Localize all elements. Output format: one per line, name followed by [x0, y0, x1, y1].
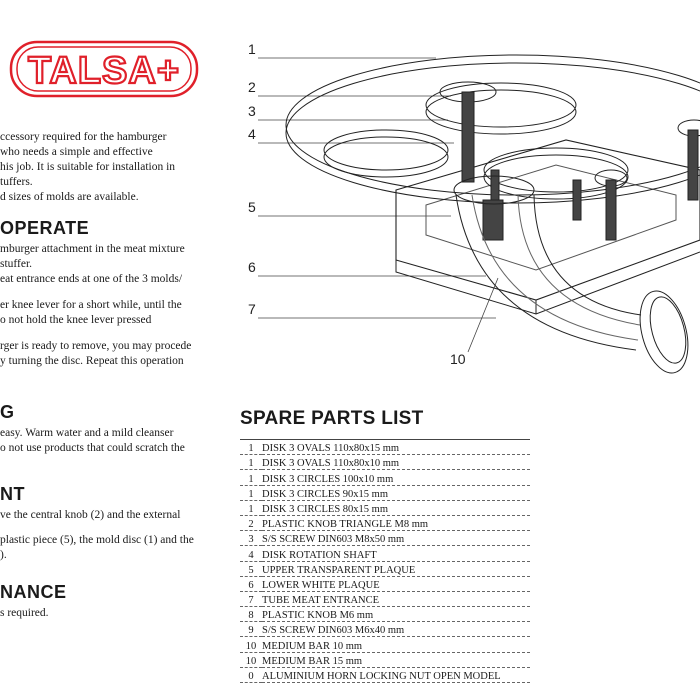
text-line: er knee lever for a short while, until t…: [0, 299, 182, 311]
assembly-paragraph: ve the central knob (2) and the external…: [0, 508, 200, 563]
mold-disc: [285, 54, 700, 204]
part-qty: 6: [240, 576, 262, 592]
text-line: plastic piece (5), the mold disc (1) and…: [0, 534, 194, 546]
part-qty: 0: [240, 667, 262, 684]
exploded-diagram: 1 2 3 4 5 6 7 10: [236, 30, 700, 400]
text-line: his job. It is suitable for installation…: [0, 161, 176, 173]
part-description: DISK 3 CIRCLES 90x15 mm: [262, 485, 530, 501]
text-line: d sizes of molds are available.: [0, 191, 139, 203]
talsa-logo: TALSA+: [8, 38, 204, 102]
text-line: s required.: [0, 607, 49, 619]
part-qty: 10: [240, 652, 262, 668]
callout-10: 10: [450, 351, 466, 367]
callout-6: 6: [248, 259, 256, 275]
part-qty: 10: [240, 636, 262, 653]
part-description: PLASTIC KNOB M6 mm: [262, 606, 530, 623]
text-line: mburger attachment in the meat mixture: [0, 243, 185, 255]
text-line: easy. Warm water and a mild cleanser: [0, 427, 174, 439]
part-qty: 1: [240, 438, 262, 456]
part-qty: 4: [240, 545, 262, 562]
text-line: ccessory required for the hamburger: [0, 131, 167, 143]
section-heading-maintenance: NANCE: [0, 582, 67, 602]
text-line: tuffers.: [0, 176, 33, 188]
part-description: S/S SCREW DIN603 M6x40 mm: [262, 621, 530, 638]
text-line: stuffer.: [0, 258, 33, 270]
part-qty: 9: [240, 621, 262, 638]
text-line: y turning the disc. Repeat this operatio…: [0, 355, 184, 367]
base-plates: [395, 139, 700, 315]
part-qty: 1: [240, 500, 262, 516]
intro-paragraph: ccessory required for the hamburger who …: [0, 130, 200, 205]
part-description: PLASTIC KNOB TRIANGLE M8 mm: [262, 515, 530, 532]
part-qty: 1: [240, 485, 262, 501]
spacer: [0, 523, 200, 533]
part-qty: 3: [240, 530, 262, 547]
part-description: ALUMINIUM HORN LOCKING NUT OPEN MODEL: [262, 667, 530, 684]
callout-4: 4: [248, 126, 256, 142]
callout-2: 2: [248, 79, 256, 95]
part-description: DISK 3 CIRCLES 80x15 mm: [262, 500, 530, 516]
part-description: MEDIUM BAR 15 mm: [262, 652, 530, 668]
spacer: [0, 287, 200, 298]
part-qty: 1: [240, 454, 262, 471]
part-description: DISK ROTATION SHAFT: [262, 545, 530, 562]
operate-paragraph: mburger attachment in the meat mixture s…: [0, 242, 200, 369]
part-qty: 2: [240, 515, 262, 532]
text-line: o not use products that could scratch th…: [0, 442, 185, 454]
callout-leaders: [258, 57, 499, 353]
callout-7: 7: [248, 301, 256, 317]
section-heading-operate: OPERATE: [0, 218, 90, 238]
text-line: o not hold the knee lever pressed: [0, 314, 152, 326]
part-description: DISK 3 OVALS 110x80x10 mm: [262, 454, 530, 471]
part-description: TUBE MEAT ENTRANCE: [262, 591, 530, 608]
part-description: UPPER TRANSPARENT PLAQUE: [262, 561, 530, 577]
spare-parts-title: SPARE PARTS LIST: [240, 408, 424, 429]
text-line: who needs a simple and effective: [0, 146, 153, 158]
maintenance-paragraph: s required.: [0, 606, 200, 621]
cleaning-paragraph: easy. Warm water and a mild cleanser o n…: [0, 426, 200, 456]
part-qty: 7: [240, 591, 262, 608]
part-qty: 5: [240, 561, 262, 577]
meat-entrance-tube: [453, 175, 689, 374]
part-description: DISK 3 CIRCLES 100x10 mm: [262, 469, 530, 486]
text-line: eat entrance ends at one of the 3 molds/: [0, 273, 183, 285]
callout-3: 3: [248, 103, 256, 119]
part-description: S/S SCREW DIN603 M8x50 mm: [262, 530, 530, 547]
part-qty: 8: [240, 606, 262, 623]
callout-5: 5: [248, 199, 256, 215]
section-heading-assembly: NT: [0, 484, 25, 504]
part-description: LOWER WHITE PLAQUE: [262, 576, 530, 592]
spacer: [0, 328, 200, 339]
part-description: DISK 3 OVALS 110x80x15 mm: [262, 438, 530, 456]
callout-1: 1: [248, 41, 256, 57]
part-description: MEDIUM BAR 10 mm: [262, 636, 530, 653]
text-line: ve the central knob (2) and the external: [0, 509, 181, 521]
text-line: rger is ready to remove, you may procede: [0, 340, 192, 352]
knobs-and-shafts: [439, 81, 700, 241]
text-line: ).: [0, 549, 7, 561]
logo-text: TALSA+: [28, 50, 180, 92]
section-heading-cleaning: G: [0, 402, 15, 422]
part-qty: 1: [240, 469, 262, 486]
